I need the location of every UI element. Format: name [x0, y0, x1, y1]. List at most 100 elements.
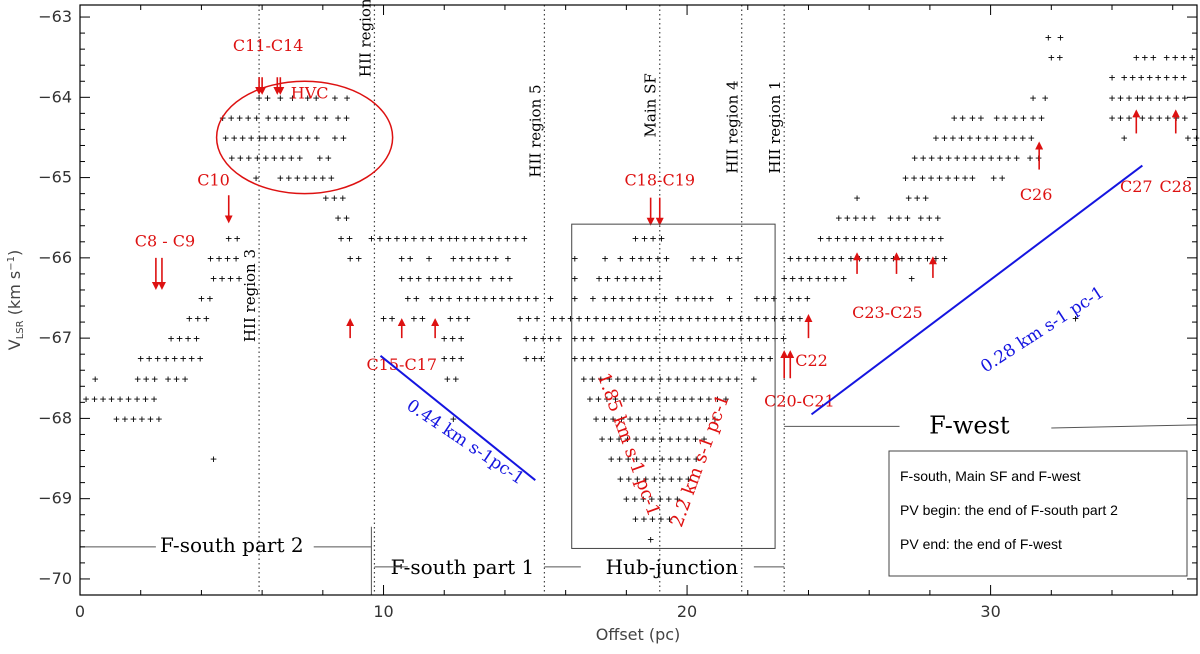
data-point: +	[1002, 111, 1009, 124]
data-point: +	[675, 292, 682, 305]
data-point: +	[672, 392, 679, 405]
data-point: +	[663, 252, 670, 265]
data-point: +	[919, 172, 926, 185]
data-point: +	[606, 372, 613, 385]
data-point: +	[636, 332, 643, 345]
data-point: +	[627, 332, 634, 345]
data-point: +	[1172, 51, 1179, 64]
data-point: +	[707, 292, 714, 305]
data-point: +	[198, 292, 205, 305]
data-point: +	[602, 292, 609, 305]
data-point: +	[904, 212, 911, 225]
data-point: +	[937, 152, 944, 165]
data-point: +	[1121, 131, 1128, 144]
data-point: +	[638, 392, 645, 405]
data-point: +	[402, 232, 409, 245]
region-label: HII region 4	[724, 80, 742, 173]
hvc-ellipse	[215, 80, 394, 195]
data-point: +	[843, 232, 850, 245]
data-point: +	[1134, 91, 1141, 104]
data-point: +	[631, 272, 638, 285]
data-point: +	[525, 312, 532, 325]
data-point: +	[616, 453, 623, 466]
data-point: +	[921, 232, 928, 245]
data-point: +	[377, 232, 384, 245]
data-point: +	[605, 352, 612, 365]
data-point: +	[459, 272, 466, 285]
data-point: +	[658, 232, 665, 245]
data-point: +	[673, 352, 680, 365]
data-point: +	[456, 292, 463, 305]
data-point: +	[655, 252, 662, 265]
data-point: +	[668, 473, 675, 486]
data-point: +	[517, 312, 524, 325]
data-point: +	[1002, 131, 1009, 144]
data-point: +	[934, 212, 941, 225]
data-point: +	[322, 111, 329, 124]
data-point: +	[165, 372, 172, 385]
data-point: +	[467, 252, 474, 265]
data-point: +	[945, 152, 952, 165]
data-point: +	[1048, 51, 1055, 64]
data-point: +	[992, 131, 999, 144]
data-point: +	[254, 152, 261, 165]
data-point: +	[151, 392, 158, 405]
data-point: +	[684, 432, 691, 445]
data-point: +	[389, 312, 396, 325]
y-tick-label: −66	[38, 248, 72, 267]
data-point: +	[464, 312, 471, 325]
data-point: +	[550, 312, 557, 325]
data-point: +	[617, 473, 624, 486]
data-point: +	[941, 252, 948, 265]
data-point: +	[717, 372, 724, 385]
data-point: +	[763, 332, 770, 345]
data-point: +	[581, 372, 588, 385]
data-point: +	[1005, 152, 1012, 165]
data-point: +	[113, 412, 120, 425]
y-tick-label: −67	[38, 328, 72, 347]
segment-label: Hub-junction	[606, 555, 739, 579]
data-point: +	[639, 272, 646, 285]
data-point: +	[490, 292, 497, 305]
data-point: +	[547, 332, 554, 345]
data-point: +	[599, 432, 606, 445]
data-point: +	[601, 412, 608, 425]
data-point: +	[848, 252, 855, 265]
data-point: +	[1072, 312, 1079, 325]
data-point: +	[623, 493, 630, 506]
gradient-line	[379, 355, 536, 481]
data-point: +	[270, 131, 277, 144]
data-point: +	[726, 252, 733, 265]
data-point: +	[610, 312, 617, 325]
data-point: +	[1028, 131, 1035, 144]
data-point: +	[1180, 51, 1187, 64]
data-point: +	[1012, 111, 1019, 124]
data-point: +	[988, 152, 995, 165]
data-point: +	[219, 272, 226, 285]
data-point: +	[836, 212, 843, 225]
data-point: +	[797, 312, 804, 325]
data-point: +	[264, 91, 271, 104]
data-point: +	[1138, 71, 1145, 84]
data-point: +	[712, 332, 719, 345]
data-point: +	[675, 432, 682, 445]
gradient-label: 0.44 km s-1pc-1	[403, 396, 528, 489]
data-point: +	[1109, 111, 1116, 124]
data-point: +	[1163, 51, 1170, 64]
data-point: +	[505, 252, 512, 265]
data-point: +	[239, 131, 246, 144]
data-point: +	[854, 192, 861, 205]
data-point: +	[798, 272, 805, 285]
data-point: +	[556, 332, 563, 345]
data-point: +	[346, 232, 353, 245]
data-point: +	[413, 292, 420, 305]
x-tick-label: 10	[373, 602, 393, 621]
data-point: +	[601, 312, 608, 325]
data-point: +	[523, 332, 530, 345]
data-point: +	[804, 252, 811, 265]
data-point: +	[806, 272, 813, 285]
data-point: +	[311, 172, 318, 185]
data-point: +	[265, 111, 272, 124]
data-point: +	[1139, 111, 1146, 124]
